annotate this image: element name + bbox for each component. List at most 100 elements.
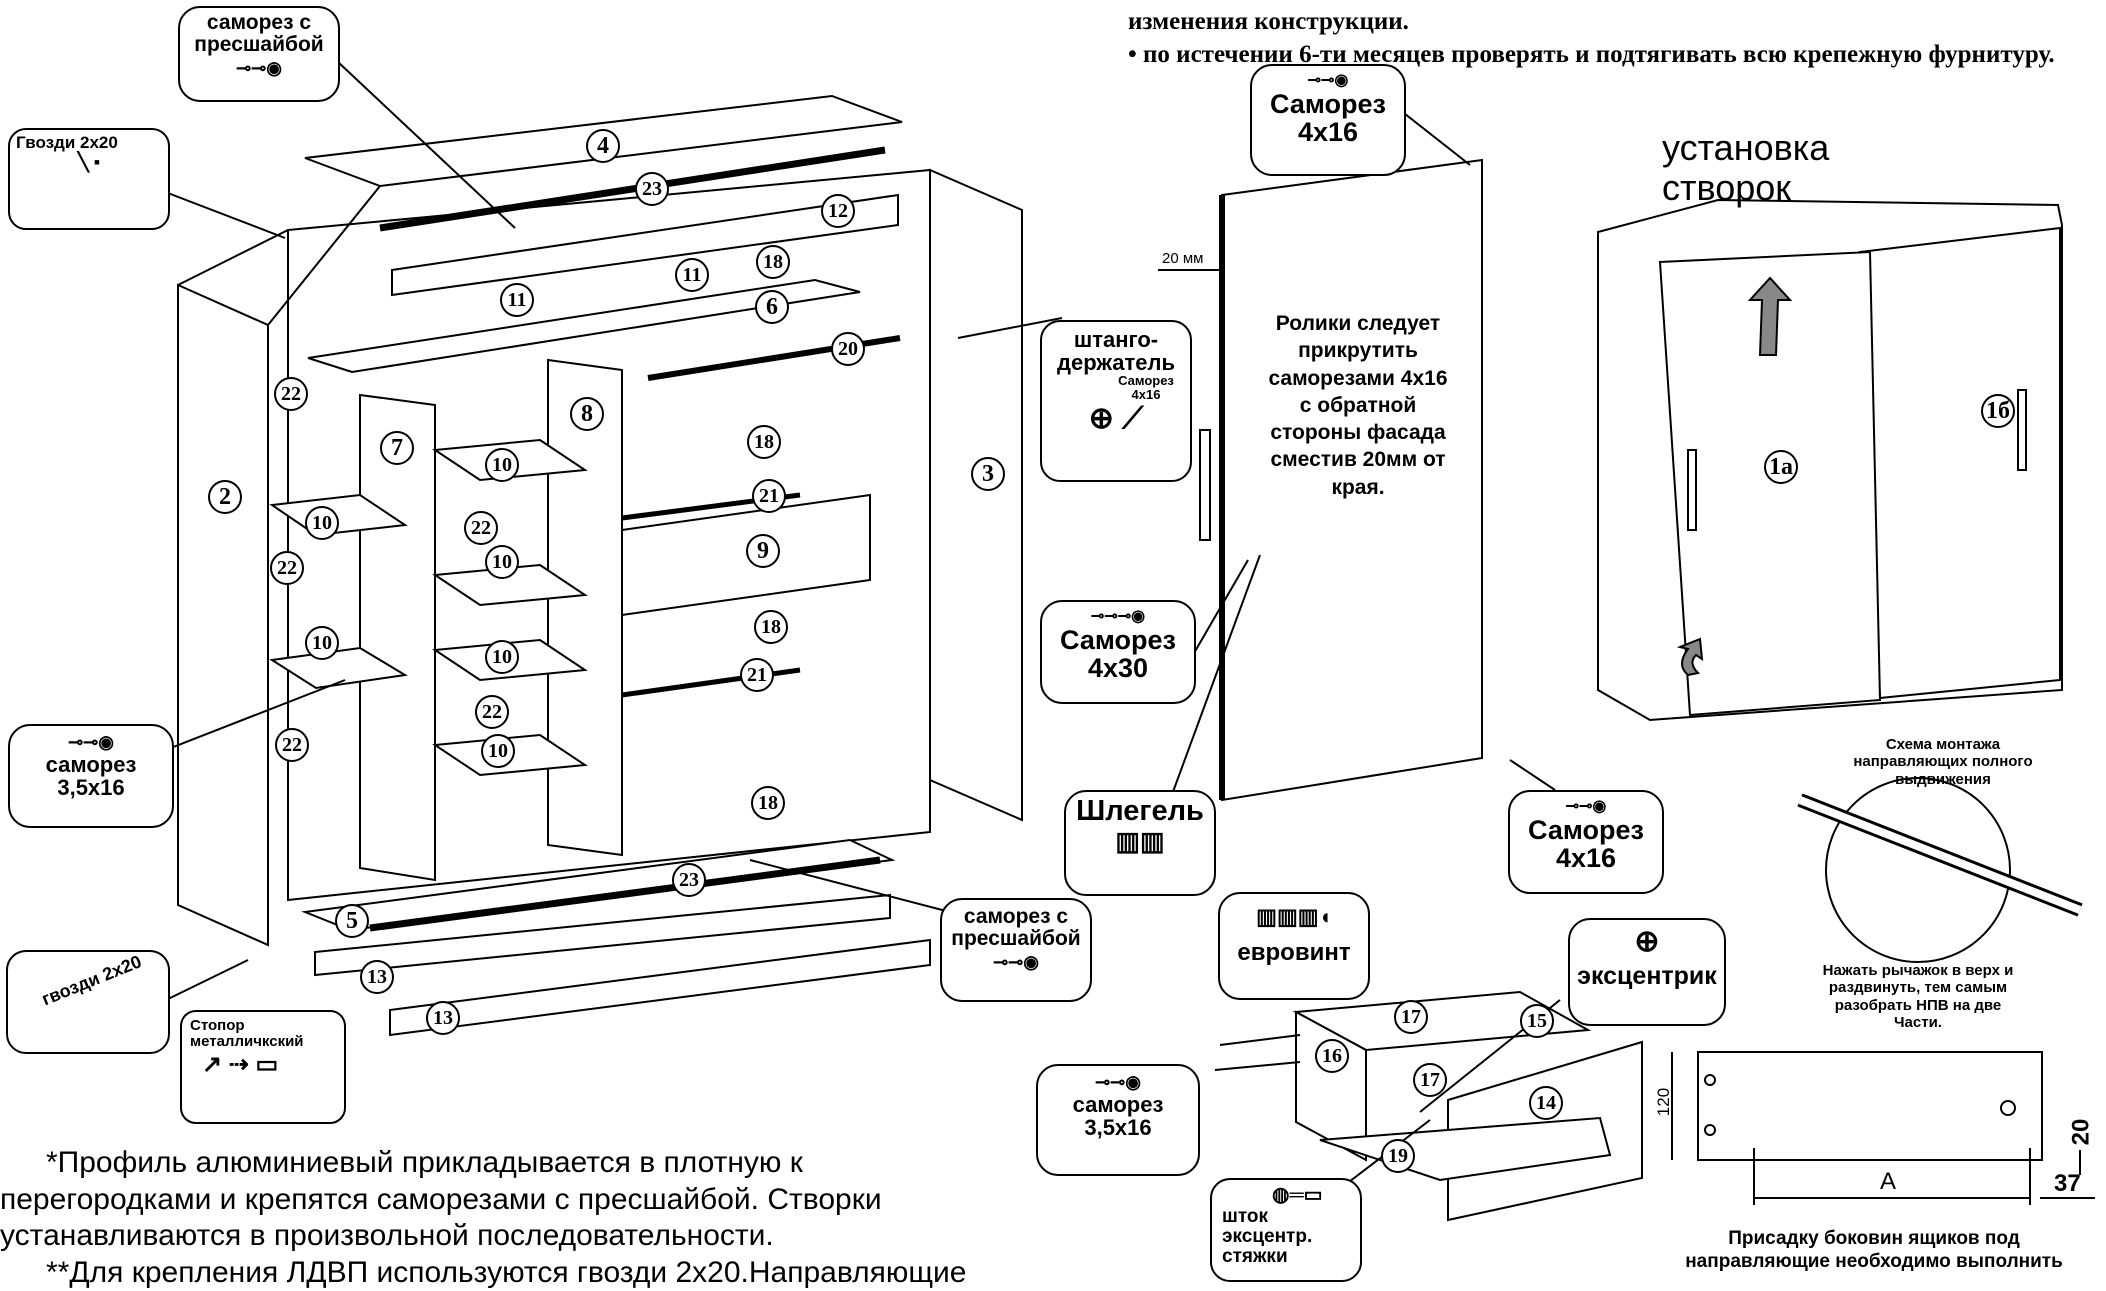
part-number-p18a: 18: [756, 245, 790, 279]
callout-evrovint: ▥▥▥◖ евровинт: [1218, 892, 1370, 1000]
part-number-p12: 12: [821, 194, 855, 228]
part-number-p22e: 22: [275, 728, 309, 762]
ustanovka-title: установка створок: [1662, 127, 1830, 209]
part-number-p17b: 17: [1413, 1063, 1447, 1097]
part-number-p11b: 11: [675, 258, 709, 292]
part-number-p9: 9: [746, 534, 780, 568]
dim-A: А: [1880, 1168, 1897, 1195]
callout-samorez-press-bottom: саморез с пресшайбой ⊸⊸◉: [940, 898, 1092, 1002]
callout-samorez-4x30: ⊸⊸⊸◉ Саморез 4х30: [1040, 600, 1196, 704]
part-number-p18c: 18: [754, 610, 788, 644]
rollers-note: Ролики следует прикрутить саморезами 4х1…: [1268, 312, 1448, 499]
door-1a: [1658, 250, 1882, 717]
brush-seal-icon: ▥▥: [1115, 826, 1165, 857]
drilling-plate: [1697, 1051, 2043, 1161]
part-number-p6: 6: [755, 290, 789, 324]
part-number-p3: 3: [971, 457, 1005, 491]
callout-shtangoderzhatel: штанго- держатель Саморез 4х16 ⊕ ⟋: [1040, 320, 1192, 482]
callout-samorez-4x16-bottom: ⊸⊸◉ Саморез 4х16: [1508, 790, 1664, 894]
callout-stopor: Стопор металличкский ↗ ⇢ ▭: [180, 1010, 346, 1124]
partition-8: [547, 358, 623, 857]
part-number-p10c: 10: [485, 545, 519, 579]
left-side-panel: [177, 283, 269, 947]
holder-icon: ⊕ ⟋: [1088, 402, 1144, 436]
part-number-p10d: 10: [305, 626, 339, 660]
part-number-p8: 8: [570, 397, 604, 431]
shtango-samorez-label: Саморез 4х16: [1118, 373, 1174, 402]
drawer-left: [1295, 1010, 1367, 1162]
dim-37: 37: [2054, 1170, 2081, 1197]
dim-20: 20: [2067, 1118, 2095, 1146]
part-number-p14: 14: [1529, 1086, 1563, 1120]
bottom-note-line2: перегородками и крепятся саморезами с пр…: [0, 1182, 882, 1216]
callout-samorez-press-top: саморез с пресшайбой ⊸⊸◉: [178, 6, 340, 102]
euro-screw-icon: ▥▥▥◖: [1256, 904, 1332, 929]
callout-shlegel: Шлегель ▥▥: [1064, 790, 1216, 896]
door-1b: [1858, 226, 2061, 700]
shelf-6: [307, 278, 861, 374]
callout-samorez-4x16-top: ⊸⊸◉ Саморез 4х16: [1250, 64, 1406, 176]
callout-shtok: ◍═▭ шток эксцентр. стяжки: [1210, 1178, 1362, 1282]
part-number-p13b: 13: [426, 1001, 460, 1035]
screw-icon: ⊸⊸⊸◉: [1090, 608, 1146, 625]
screw-icon: ⊸⊸◉: [68, 732, 114, 752]
bar-12: [391, 193, 899, 297]
part-number-p10e: 10: [485, 640, 519, 674]
part-number-p1a: 1а: [1764, 450, 1798, 484]
cam-pin-icon: ◍═▭: [1272, 1184, 1323, 1206]
rail-title: Схема монтажа направляющих полного выдви…: [1853, 736, 2033, 788]
callout-gvozdi-top: Гвозди 2х20 ╲ ▪: [8, 128, 170, 230]
part-number-p10a: 10: [485, 448, 519, 482]
rail-note: Нажать рычажок в верх и раздвинуть, тем …: [1822, 962, 2014, 1031]
screw-icon: ⊸⊸◉: [1095, 1072, 1141, 1092]
part-number-p23b: 23: [672, 863, 706, 897]
callout-samorez-35-left: ⊸⊸◉ саморез 3,5х16: [8, 724, 174, 828]
part-number-p17a: 17: [1394, 1000, 1428, 1034]
part-number-p19: 19: [1381, 1139, 1415, 1173]
part-number-p4: 4: [586, 129, 620, 163]
dim-120: 120: [1654, 1087, 1674, 1117]
part-number-p5: 5: [335, 904, 369, 938]
right-side-panel: [929, 168, 1023, 822]
part-number-p10f: 10: [481, 734, 515, 768]
part-number-p11a: 11: [500, 283, 534, 317]
part-number-p22a: 22: [274, 377, 308, 411]
part-number-p21a: 21: [752, 479, 786, 513]
part-number-p22b: 22: [464, 511, 498, 545]
callout-samorez-35-drawer: ⊸⊸◉ саморез 3,5х16: [1036, 1064, 1200, 1176]
part-number-p21b: 21: [740, 658, 774, 692]
part-number-p2: 2: [208, 480, 242, 514]
screw-icon: ⊸⊸◉: [1565, 798, 1607, 815]
part-number-p10b: 10: [305, 506, 339, 540]
nail-icon: ╲ ▪: [77, 151, 101, 172]
notes-bullet: • по истечении 6-ти месяцев проверять и …: [1128, 40, 2055, 68]
callout-ekscentrik: ⊕ эксцентрик: [1568, 918, 1726, 1026]
top-notes: изменения конструкции. • по истечении 6-…: [1128, 6, 2098, 71]
part-number-p18b: 18: [747, 425, 781, 459]
part-number-p16: 16: [1315, 1039, 1349, 1073]
cam-lock-icon: ⊕: [1634, 925, 1660, 958]
part-number-p23a: 23: [635, 172, 669, 206]
part-number-p15: 15: [1520, 1004, 1554, 1038]
bottom-note-line1: *Профиль алюминиевый прикладывается в пл…: [46, 1146, 803, 1179]
screw-icon: ⊸⊸◉: [236, 58, 282, 79]
part-number-p18d: 18: [751, 786, 785, 820]
screw-icon: ⊸⊸◉: [993, 952, 1039, 973]
part-number-p22d: 22: [475, 695, 509, 729]
part-number-p7: 7: [380, 431, 414, 465]
bottom-note-line3: устанавливаются в произвольной последова…: [0, 1219, 774, 1253]
dim-20mm: 20 мм: [1162, 250, 1204, 267]
callout-gvozdi-bottom: гвозди 2х20: [6, 950, 170, 1054]
part-number-p22c: 22: [270, 551, 304, 585]
prisadka-note: Присадку боковин ящиков под направляющие…: [1685, 1228, 2063, 1272]
notes-line1: изменения конструкции.: [1128, 8, 1409, 35]
stopper-icon: ↗ ⇢ ▭: [202, 1050, 279, 1078]
part-number-p1b: 1б: [1981, 394, 2015, 428]
bottom-note: *Профиль алюминиевый прикладывается в пл…: [0, 1145, 1060, 1291]
screw-icon: ⊸⊸◉: [1307, 72, 1349, 89]
partition-7: [359, 393, 436, 882]
part-number-p13a: 13: [360, 960, 394, 994]
part-number-p20: 20: [831, 332, 865, 366]
bottom-note-line4: **Для крепления ЛДВП используются гвозди…: [46, 1255, 967, 1289]
